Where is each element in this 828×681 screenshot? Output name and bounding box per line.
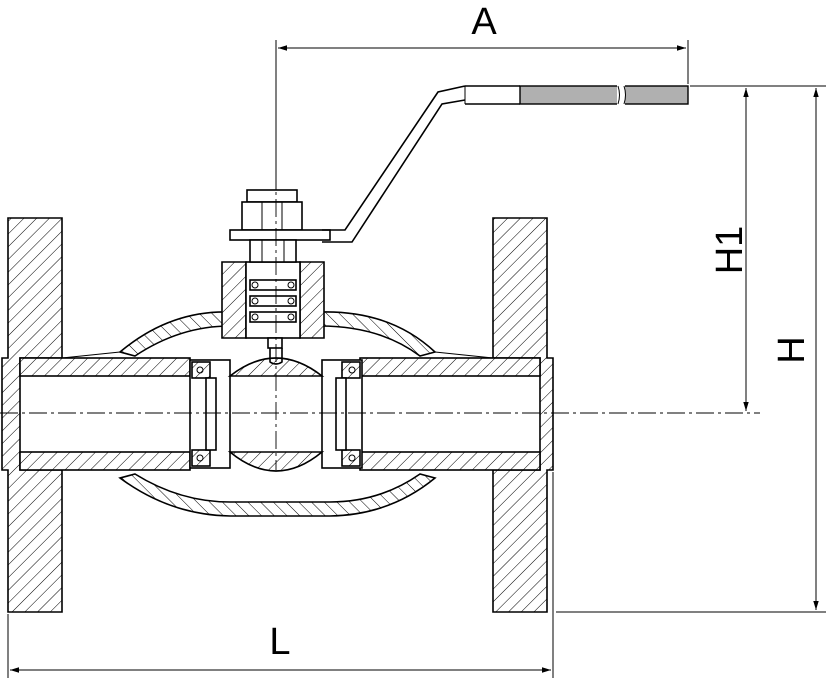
handle-lever — [322, 85, 520, 243]
seat-left — [189, 359, 231, 469]
handle-grip — [519, 84, 689, 106]
dimension-label-a: A — [471, 1, 497, 43]
dimension-label-h: H — [771, 336, 813, 363]
dimension-l — [7, 472, 554, 678]
dimension-label-l: L — [269, 621, 290, 663]
right-flange — [492, 217, 554, 613]
pipe-sleeve-left — [19, 357, 191, 471]
stem-nut — [229, 189, 331, 263]
body-lower-shell — [118, 473, 437, 517]
dimension-label-h1: H1 — [709, 226, 751, 275]
stem-housing — [221, 261, 325, 365]
seat-right — [321, 359, 363, 469]
pipe-sleeve-right — [359, 357, 541, 471]
dimension-h1 — [690, 85, 760, 411]
left-flange — [1, 217, 63, 613]
dimension-a — [275, 40, 689, 190]
dimension-h — [556, 85, 826, 613]
body-upper-shell — [61, 311, 494, 359]
